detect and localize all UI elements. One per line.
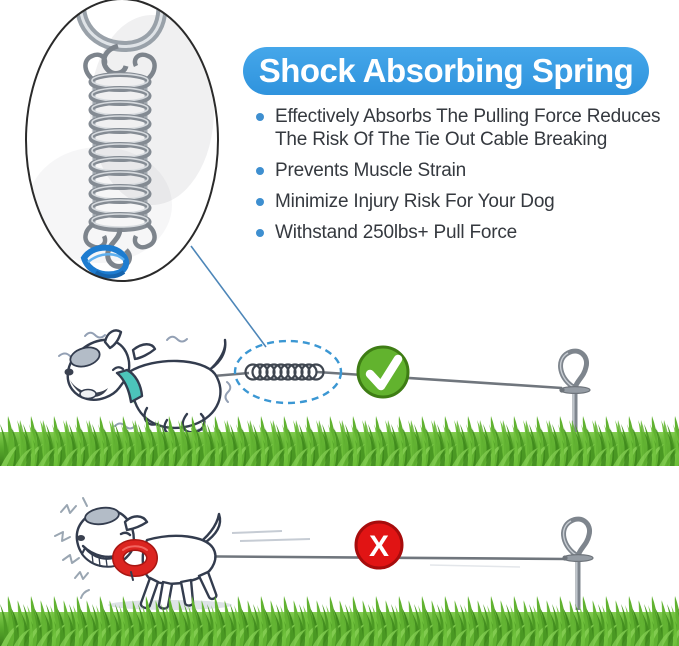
open-mouth	[70, 380, 108, 398]
speed-lines	[231, 530, 521, 568]
spring-bottom-hook	[105, 227, 132, 269]
ear-upright	[103, 329, 123, 350]
bullet-icon	[256, 229, 264, 237]
dashed-ellipse-callout	[233, 339, 343, 405]
header-title-pill: Shock Absorbing Spring	[243, 47, 649, 95]
list-item: Withstand 250lbs+ Pull Force	[256, 221, 661, 244]
grass-band-bottom	[0, 596, 679, 646]
scene-without-spring: X	[0, 497, 679, 646]
muzzle-patch	[69, 346, 101, 368]
bullet-icon	[256, 198, 264, 206]
scene-with-spring	[0, 245, 679, 466]
bullet-icon	[256, 113, 264, 121]
page-title: Shock Absorbing Spring	[258, 52, 634, 89]
callout-line	[190, 245, 267, 348]
x-label: X	[369, 530, 389, 563]
list-item: Prevents Muscle Strain	[256, 159, 661, 182]
dog-head	[66, 338, 131, 401]
benefit-text: Withstand 250lbs+ Pull Force	[275, 222, 518, 243]
x-icon: X	[354, 520, 404, 570]
ear-back	[131, 343, 157, 361]
benefit-list: Effectively Absorbs The Pulling Force Re…	[256, 105, 661, 244]
cable-spring-to-stake	[316, 370, 563, 390]
collar-red	[112, 539, 158, 581]
nose	[64, 368, 74, 376]
bullet-icon	[256, 167, 264, 175]
benefit-text: Effectively Absorbs The Pulling Force Re…	[275, 106, 661, 150]
benefit-text: Prevents Muscle Strain	[275, 160, 466, 181]
teeth-lines	[91, 553, 115, 567]
collar-teal	[115, 368, 144, 404]
tongue	[79, 388, 97, 400]
nose	[77, 535, 85, 541]
benefit-text: Minimize Injury Risk For Your Dog	[275, 191, 555, 212]
dog-pulling-illustration	[54, 497, 232, 610]
list-item: Minimize Injury Risk For Your Dog	[256, 190, 661, 213]
hind-leg-2	[197, 570, 218, 601]
spring-closeup-oval	[25, 0, 219, 282]
squint-eye	[119, 531, 132, 537]
spring-photo	[28, 0, 214, 279]
spring-coils	[88, 72, 152, 232]
list-item: Effectively Absorbs The Pulling Force Re…	[256, 105, 661, 151]
spring-inline-icon	[244, 363, 325, 381]
blue-rope	[80, 244, 130, 279]
grass-band-middle	[0, 416, 679, 466]
checkmark-icon	[356, 345, 410, 399]
head-patch	[84, 506, 120, 526]
spring-top-hook	[101, 43, 129, 76]
brow-ear	[123, 515, 149, 532]
eye	[111, 366, 125, 372]
dog-running-illustration	[58, 329, 232, 436]
